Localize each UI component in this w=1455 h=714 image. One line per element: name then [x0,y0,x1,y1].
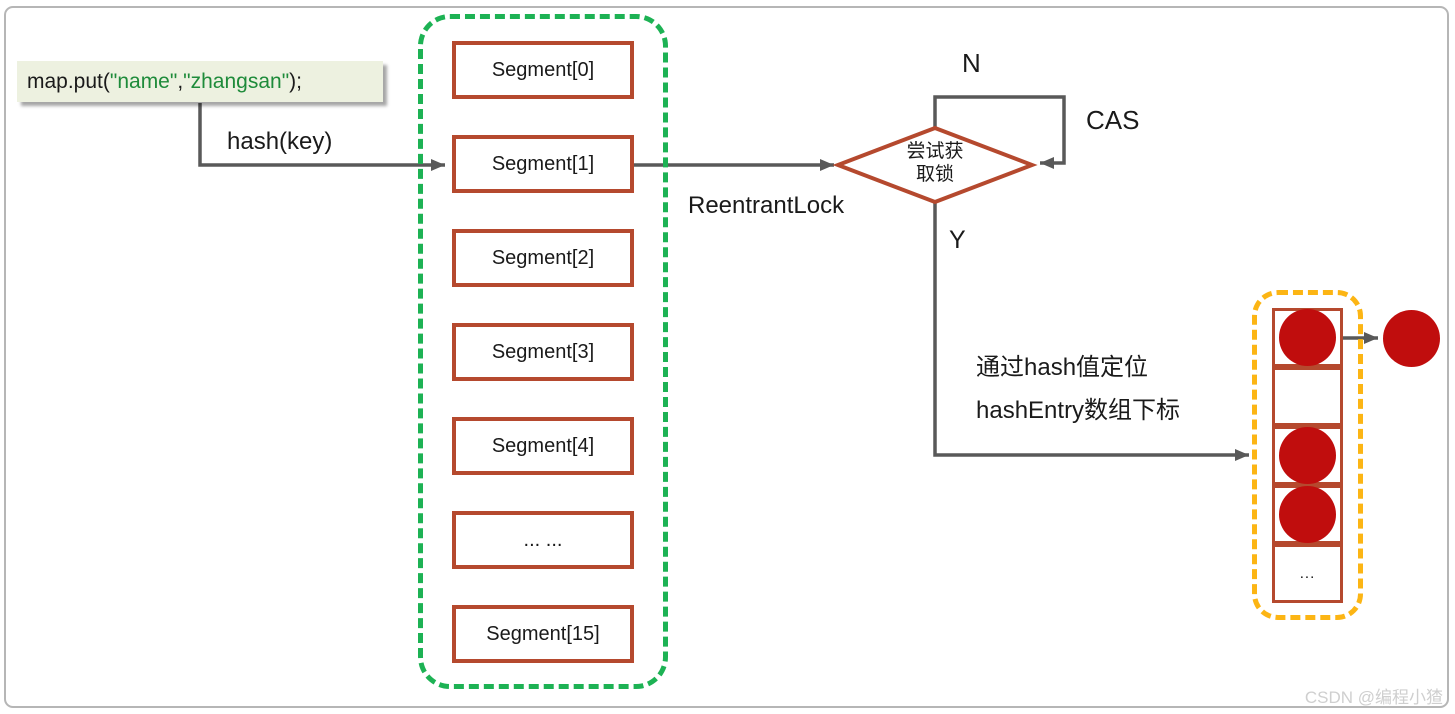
code-separator: , [177,70,184,93]
try-lock-label-line1: 尝试获 [906,141,964,162]
code-snippet: map.put("name","zhangsan"); [17,61,383,102]
hash-entry-array: ... [1272,308,1343,603]
segment-box: Segment[0] [452,41,634,99]
watermark: CSDN @编程小猹 [1304,688,1443,707]
hash-entry-cell [1272,485,1343,544]
hash-entry-container [1252,290,1363,620]
hash-entry-cell [1272,426,1343,485]
no-branch-label: N [962,48,981,78]
hash-key-label: hash(key) [227,128,333,155]
try-lock-label: 尝试获 取锁 [880,140,990,186]
segment-box: Segment[15] [452,605,634,663]
cas-label: CAS [1086,105,1140,135]
segment-box: Segment[1] [452,135,634,193]
entry-node-circle [1279,427,1336,484]
try-lock-label-line2: 取锁 [915,164,954,185]
reentrant-lock-label: ReentrantLock [688,192,845,219]
entry-node-circle [1279,309,1336,366]
segment-box: Segment[3] [452,323,634,381]
segment-box: Segment[2] [452,229,634,287]
hash-entry-cell [1272,367,1343,426]
locate-hash-label-line2: hashEntry数组下标 [976,397,1181,424]
entry-node-circle [1279,486,1336,543]
yes-branch-label: Y [949,226,966,254]
segment-array: Segment[0] Segment[1] Segment[2] Segment[3]… [418,14,668,689]
code-string-zhangsan: "zhangsan" [183,70,290,93]
code-string-name: "name" [109,70,178,93]
hash-entry-cell [1272,308,1343,367]
outer-frame [4,6,1449,708]
code-prefix: map.put( [27,70,110,93]
linked-node-circle [1383,310,1440,367]
segment-box: Segment[4] [452,417,634,475]
segment-box: ... ... [452,511,634,569]
code-suffix: ); [289,70,302,93]
locate-hash-label-line1: 通过hash值定位 [976,354,1149,381]
hash-entry-cell: ... [1272,544,1343,603]
